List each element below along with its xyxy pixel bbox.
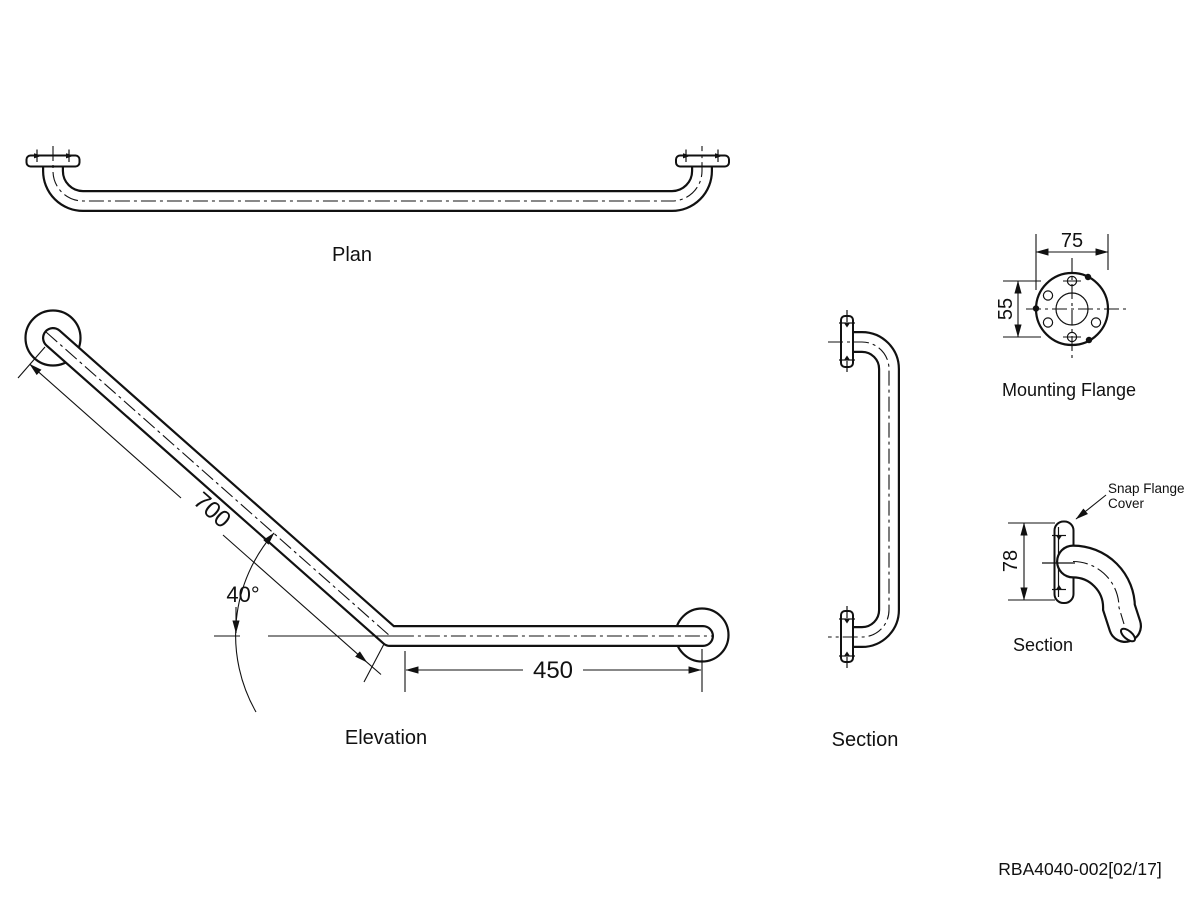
dim-450-text: 450 — [533, 657, 573, 684]
plan-view: Plan — [25, 146, 730, 266]
section-detail: Snap Flange Cover 78 Section — [1000, 481, 1185, 655]
dim-75-text: 75 — [1061, 230, 1083, 252]
dim-78-text: 78 — [1000, 550, 1022, 572]
elevation-left-flange — [24, 309, 82, 367]
elevation-view-label: Elevation — [345, 727, 427, 749]
elevation-pipe-core — [44, 329, 712, 645]
pipe-open-end — [1119, 627, 1137, 643]
cover-screws — [1052, 534, 1066, 591]
snap-flange-callout: Snap Flange Cover — [1075, 481, 1185, 520]
plan-centerline — [52, 146, 703, 202]
callout-line1: Snap Flange — [1108, 481, 1185, 496]
part-number: RBA4040-002[02/17] — [998, 859, 1161, 879]
elevation-centerline — [45, 331, 713, 637]
dim-55: 55 — [995, 280, 1041, 338]
detail-pipe-centerline — [1072, 560, 1125, 625]
dim-40-text: 40° — [226, 582, 259, 607]
dim-40deg: 40° — [214, 532, 403, 713]
dim-78: 78 — [1000, 522, 1055, 601]
dim-55-text: 55 — [995, 298, 1017, 320]
dim-700: 700 — [17, 346, 385, 683]
elevation-view: 700 40° 450 Elevation — [17, 309, 730, 749]
dim-450: 450 — [404, 649, 703, 692]
section-centerline — [828, 341, 890, 638]
plan-view-label: Plan — [332, 244, 372, 266]
callout-line2: Cover — [1108, 496, 1145, 511]
section-flange-screws — [839, 310, 855, 668]
section-detail-label: Section — [1013, 635, 1073, 655]
section-view-label: Section — [832, 729, 899, 751]
flange-rim-notches — [1032, 273, 1093, 344]
plan-flange-screws — [34, 149, 723, 162]
section-view: Section — [828, 310, 900, 751]
elevation-pipe-outline — [42, 327, 714, 647]
mounting-flange-label: Mounting Flange — [1002, 380, 1136, 400]
section-pipe-core — [853, 333, 898, 646]
plan-pipe-core — [44, 158, 711, 210]
dim-75: 75 — [1035, 230, 1109, 290]
mounting-flange-detail: 75 55 Mounting Flange — [995, 230, 1136, 400]
